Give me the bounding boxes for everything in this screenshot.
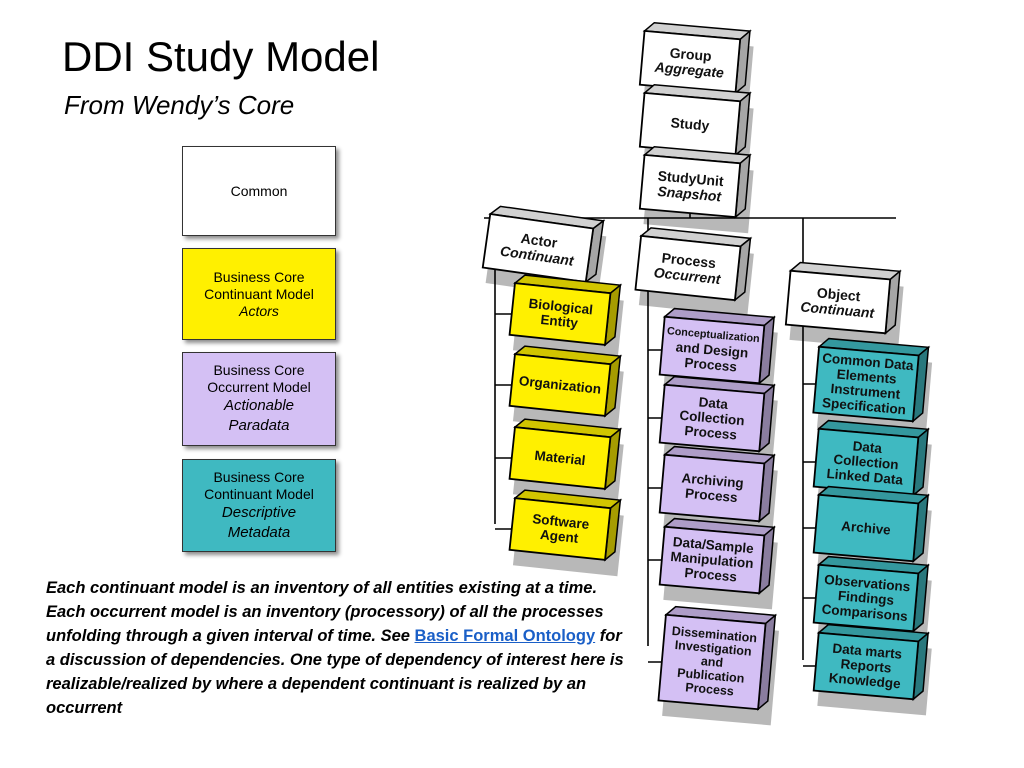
legend-paradata: Business Core Occurrent Model Actionable… bbox=[182, 352, 336, 446]
legend-paradata-em1: Actionable bbox=[223, 397, 295, 414]
legend-actors-line1: Business Core bbox=[213, 268, 305, 285]
process-item-5-label: Publication bbox=[677, 666, 745, 686]
head-object-label: Object bbox=[816, 284, 861, 304]
head-process-label: Process bbox=[661, 250, 717, 272]
process-item-3-label: Process bbox=[685, 486, 739, 506]
actor-item-4-label: Software bbox=[532, 511, 591, 532]
page-title: DDI Study Model bbox=[62, 33, 380, 80]
process-item-3-face bbox=[658, 453, 766, 523]
process-item-5-label: Investigation bbox=[674, 638, 752, 659]
object-item-4-label: Findings bbox=[837, 588, 894, 608]
head-actor-face bbox=[481, 213, 595, 283]
actor-item-4-label: Agent bbox=[539, 527, 579, 546]
legend-common: Common bbox=[182, 146, 336, 236]
process-item-5: DisseminationInvestigationandPublication… bbox=[657, 605, 779, 726]
object-item-4-label: Comparisons bbox=[821, 602, 908, 624]
legend-metadata: Business Core Continuant Model Descripti… bbox=[182, 459, 336, 552]
spine-studyunit-label: Snapshot bbox=[657, 183, 723, 205]
legend-metadata-line1: Business Core bbox=[213, 468, 305, 485]
head-object-label: Continuant bbox=[800, 298, 876, 320]
legend-metadata-em1: Descriptive bbox=[221, 503, 297, 521]
legend-actors-line2: Continuant Model bbox=[204, 285, 314, 302]
process-item-5-label: and bbox=[700, 654, 723, 670]
head-object-face bbox=[784, 269, 892, 335]
object-item-4-label: Observations bbox=[824, 572, 911, 594]
caption-text-2: for a discussion of dependencies. One ty… bbox=[46, 627, 624, 717]
bfo-link[interactable]: Basic Formal Ontology bbox=[414, 627, 596, 645]
page-subtitle: From Wendy’s Core bbox=[64, 90, 295, 120]
object-item-5-label: Reports bbox=[840, 656, 892, 675]
object-item-1-label: Specification bbox=[822, 395, 907, 417]
object-item-2-label: Linked Data bbox=[826, 466, 904, 488]
object-item-5-label: Data marts bbox=[832, 641, 903, 662]
spine-studyunit-face bbox=[638, 153, 742, 219]
actor-item-3: Material bbox=[508, 418, 624, 506]
process-item-3-label: Archiving bbox=[681, 470, 744, 490]
legend-metadata-line2: Continuant Model bbox=[204, 485, 314, 502]
actor-item-1-face bbox=[508, 282, 612, 346]
process-item-2-label: Process bbox=[684, 423, 738, 443]
process-item-4-label: Manipulation bbox=[670, 549, 754, 571]
head-process-face bbox=[634, 234, 742, 302]
legend-common-label: Common bbox=[230, 182, 288, 199]
actor-item-3-face bbox=[508, 426, 612, 490]
process-item-2-face bbox=[658, 383, 766, 453]
process-item-5-label: Process bbox=[685, 680, 735, 698]
object-item-5-face bbox=[812, 631, 920, 701]
legend-paradata-em2: Paradata bbox=[228, 417, 290, 434]
process-item-4-face bbox=[658, 525, 766, 595]
object-item-3-label: Archive bbox=[841, 518, 892, 537]
spine-group-label: Aggregate bbox=[653, 59, 725, 81]
legend-paradata-line1: Business Core bbox=[213, 362, 305, 378]
process-item-4-label: Process bbox=[684, 565, 738, 585]
legend-actors-em: Actors bbox=[239, 302, 279, 319]
actor-item-3-label: Material bbox=[534, 448, 586, 468]
legend-paradata-line2: Occurrent Model bbox=[207, 379, 311, 395]
head-process-label: Occurrent bbox=[653, 264, 723, 287]
actor-item-4-face bbox=[508, 497, 612, 561]
object-item-1-label: Instrument bbox=[830, 381, 901, 402]
object-item-1-face bbox=[812, 345, 920, 423]
process-item-4-label: Data/Sample bbox=[672, 534, 755, 556]
caption: Each continuant model is an inventory of… bbox=[46, 576, 626, 720]
process-item-2-label: Data bbox=[698, 394, 729, 412]
process-item-5-face bbox=[657, 613, 767, 711]
caption-text-1: Each continuant model is an inventory of… bbox=[46, 579, 604, 645]
spine-studyunit-label: StudyUnit bbox=[657, 167, 725, 189]
object-item-2-label: Collection bbox=[833, 452, 899, 473]
process-item-2-label: Collection bbox=[679, 408, 745, 429]
actor-item-2: Organization bbox=[508, 345, 624, 433]
object-item-2-label: Data bbox=[852, 438, 883, 456]
actor-item-2-face bbox=[508, 353, 612, 417]
object-item-3-face bbox=[812, 493, 920, 563]
legend-actors: Business Core Continuant Model Actors bbox=[182, 248, 336, 340]
process-item-1-label: and Design bbox=[675, 339, 749, 360]
object-item-5-label: Knowledge bbox=[828, 670, 902, 691]
actor-item-1-label: Biological bbox=[528, 296, 594, 318]
spine-study-label: Study bbox=[670, 114, 710, 133]
head-actor-label: Actor bbox=[520, 230, 559, 251]
legend-metadata-em2: Metadata bbox=[227, 523, 291, 541]
process-item-1-label: Process bbox=[684, 355, 738, 375]
actor-item-1-label: Entity bbox=[540, 312, 579, 331]
spine-group-label: Group bbox=[669, 45, 712, 65]
object-item-1: Common DataElementsInstrumentSpecificati… bbox=[812, 337, 933, 438]
object-item-1-label: Elements bbox=[836, 367, 897, 387]
